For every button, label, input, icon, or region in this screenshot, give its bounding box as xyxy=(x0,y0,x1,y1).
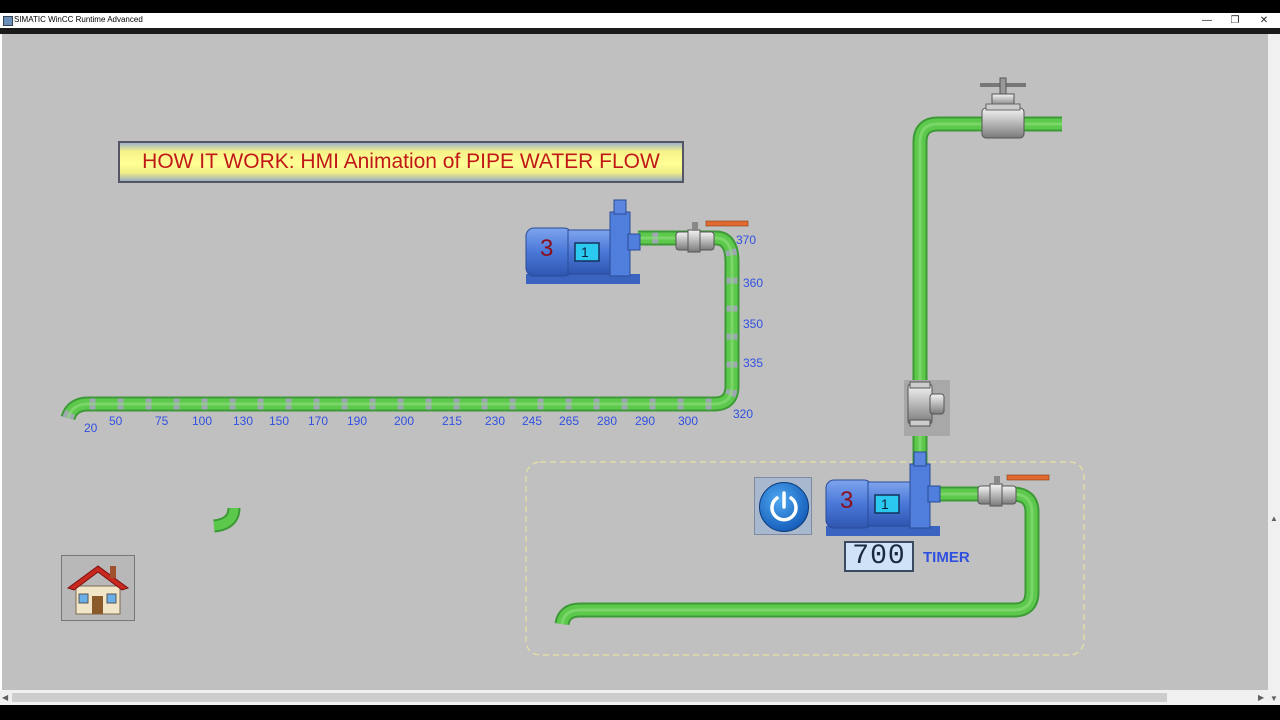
ball-valve-icon[interactable] xyxy=(675,220,749,253)
restore-button[interactable]: ❐ xyxy=(1230,15,1240,26)
scale-label: 290 xyxy=(635,414,656,428)
scale-label: 230 xyxy=(485,414,506,428)
scale-label: 280 xyxy=(597,414,618,428)
scroll-down-arrow[interactable]: ▼ xyxy=(1270,694,1278,703)
riser-pipe xyxy=(912,116,1062,474)
home-icon xyxy=(66,565,130,615)
main-pipe xyxy=(60,230,740,421)
scale-label: 170 xyxy=(308,414,329,428)
scale-label: 335 xyxy=(743,356,764,370)
ball-valve-icon[interactable] xyxy=(977,474,1050,507)
scale-label: 100 xyxy=(192,414,213,428)
vertical-scrollbar[interactable]: ▲ ▼ xyxy=(1268,34,1280,705)
power-icon xyxy=(759,482,809,532)
scroll-left-arrow[interactable]: ◀ xyxy=(2,693,9,702)
scale-label: 50 xyxy=(109,414,123,428)
window-title: SIMATIC WinCC Runtime Advanced xyxy=(14,15,143,24)
app-icon xyxy=(3,16,13,26)
wincc-runtime-window: SIMATIC WinCC Runtime Advanced — ❐ ✕ xyxy=(0,13,1280,705)
scale-label: 75 xyxy=(155,414,169,428)
pump-top[interactable] xyxy=(525,199,641,284)
scale-label: 190 xyxy=(347,414,368,428)
pump-area-frame xyxy=(525,461,1085,656)
scale-label: 20 xyxy=(84,421,98,435)
scale-label: 370 xyxy=(736,233,757,247)
scale-label: 200 xyxy=(394,414,415,428)
scale-label: 215 xyxy=(442,414,463,428)
toolbar-strip xyxy=(0,28,1280,34)
pump-top-motor-number: 3 xyxy=(540,235,554,262)
scroll-right-arrow[interactable]: ▶ xyxy=(1258,693,1265,702)
scroll-up-arrow[interactable]: ▲ xyxy=(1270,514,1278,523)
return-pipe xyxy=(554,486,1040,626)
title-banner: HOW IT WORK: HMI Animation of PIPE WATER… xyxy=(118,141,684,183)
scale-label: 350 xyxy=(743,317,764,331)
scale-label: 320 xyxy=(733,407,754,421)
timer-display[interactable]: 700 xyxy=(844,541,914,572)
scale-label: 130 xyxy=(233,414,254,428)
close-button[interactable]: ✕ xyxy=(1259,15,1269,26)
check-valve-icon[interactable] xyxy=(904,380,950,436)
horizontal-scroll-thumb[interactable] xyxy=(12,693,1167,702)
scale-label: 360 xyxy=(743,276,764,290)
hmi-screen: 3 1 3 1 HOW IT WORK: HMI Animation of PI… xyxy=(2,34,1268,690)
scale-label: 245 xyxy=(522,414,543,428)
pump-top-head-number: 1 xyxy=(581,244,589,260)
power-button[interactable] xyxy=(754,477,812,535)
scale-label: 265 xyxy=(559,414,580,428)
pipe-network xyxy=(60,77,1085,656)
pump-bottom-motor-number: 3 xyxy=(840,487,854,514)
title-bar: SIMATIC WinCC Runtime Advanced — ❐ ✕ xyxy=(0,13,1280,28)
pump-bottom-head-number: 1 xyxy=(881,496,889,512)
minimize-button[interactable]: — xyxy=(1202,15,1212,26)
pump-bottom[interactable] xyxy=(825,451,941,536)
hand-valve-icon[interactable] xyxy=(980,77,1026,139)
scale-label: 300 xyxy=(678,414,699,428)
timer-label: TIMER xyxy=(923,549,970,566)
horizontal-scrollbar[interactable]: ◀ ▶ xyxy=(0,690,1268,705)
scale-label: 150 xyxy=(269,414,290,428)
home-button[interactable] xyxy=(61,555,135,621)
